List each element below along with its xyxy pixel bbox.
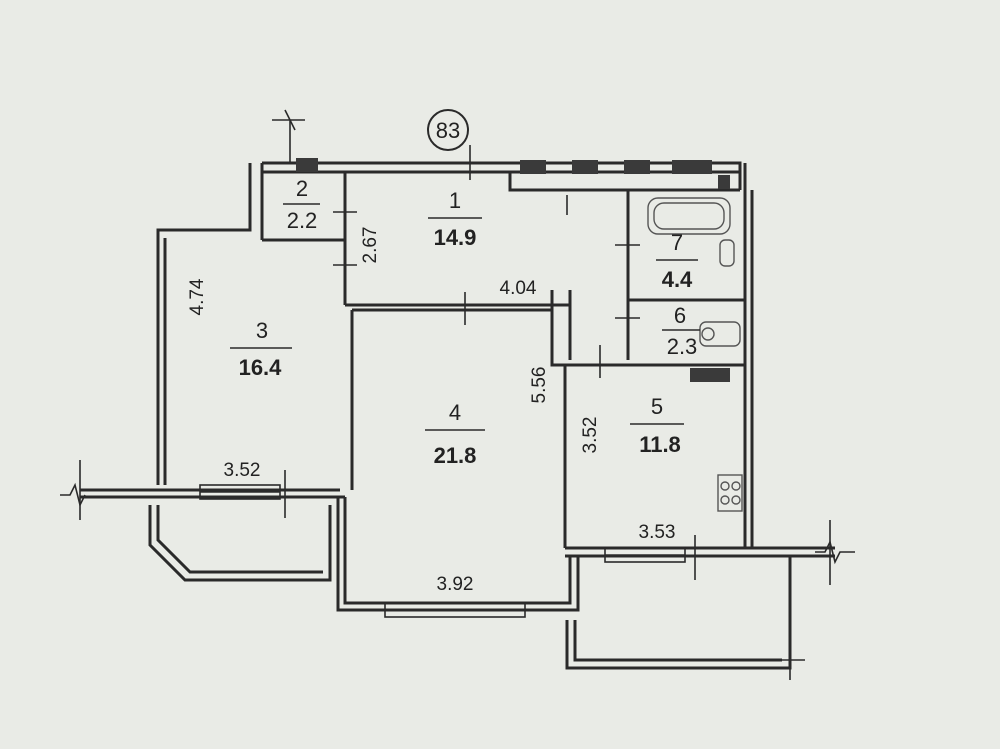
- room-5-area: 11.8: [639, 432, 681, 457]
- wall-hatching: [296, 158, 730, 382]
- room-6-number: 6: [674, 303, 686, 328]
- room-3-number: 3: [256, 318, 268, 343]
- room-4-area: 21.8: [434, 443, 477, 468]
- building-number-marker: 83: [427, 109, 469, 151]
- break-lines: [60, 109, 855, 680]
- room-2-number: 2: [296, 176, 308, 201]
- bathroom-fixtures: [647, 197, 743, 512]
- dim-room1-height: 2.67: [360, 227, 381, 264]
- dim-room4-width: 3.92: [437, 574, 474, 595]
- room-labels: 2 2.2 1 14.9 3 16.4 4 21.8 5 11.8 6 2.3 …: [230, 176, 700, 468]
- dim-room4-height: 5.56: [529, 367, 550, 404]
- room-1-number: 1: [449, 188, 461, 213]
- dimension-ticks: [284, 145, 696, 580]
- dim-room5-width: 3.53: [639, 522, 676, 543]
- room-6-area: 2.3: [667, 334, 698, 359]
- windows: [199, 484, 686, 618]
- room-7-area: 4.4: [662, 267, 693, 292]
- balconies: [148, 505, 792, 670]
- building-number: 83: [436, 118, 460, 143]
- dim-room1-width: 4.04: [500, 278, 537, 299]
- interior-walls: [262, 172, 745, 548]
- room-7-number: 7: [671, 230, 683, 255]
- room-2-area: 2.2: [287, 208, 318, 233]
- dim-room3-height: 4.74: [187, 278, 208, 315]
- dimension-labels: 2.67 4.04 4.74 3.52 5.56 3.92 3.52 3.53: [187, 227, 675, 595]
- room-1-area: 14.9: [434, 225, 477, 250]
- dim-room3-width: 3.52: [224, 460, 261, 481]
- room-5-number: 5: [651, 394, 663, 419]
- room-4-number: 4: [449, 400, 461, 425]
- dim-room5-height: 3.52: [580, 417, 601, 454]
- room-3-area: 16.4: [239, 355, 283, 380]
